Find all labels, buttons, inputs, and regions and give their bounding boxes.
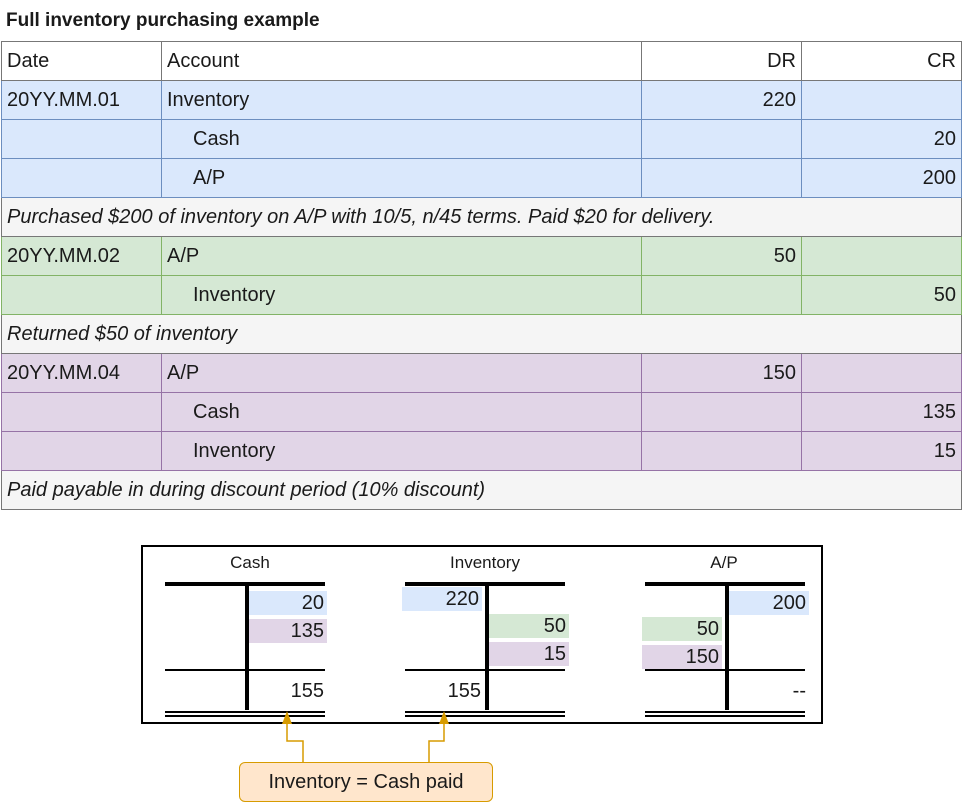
entry-account: A/P: [161, 353, 642, 393]
entry-date-empty: [1, 431, 162, 471]
diagram-title: Full inventory purchasing example: [6, 10, 320, 31]
note-row: Paid payable in during discount period (…: [1, 470, 962, 510]
entry-note: Paid payable in during discount period (…: [1, 470, 962, 510]
entry-cr: [801, 80, 962, 120]
note-row: Returned $50 of inventory: [1, 314, 962, 354]
entry-account: A/P: [161, 236, 642, 276]
t-total-line: [645, 669, 805, 671]
journal-table: Date Account DR CR 20YY.MM.01 Inventory …: [1, 41, 962, 510]
header-account: Account: [161, 41, 642, 81]
t-total-line: [405, 669, 565, 671]
entry-cr: 135: [801, 392, 962, 432]
entry-cr: 200: [801, 158, 962, 198]
t-double-line: [645, 711, 805, 713]
callout-box: Inventory = Cash paid: [239, 762, 493, 802]
cash-balance: 155: [290, 680, 324, 702]
inventory-debit-entry: 220: [402, 587, 482, 611]
entry-account: Cash: [161, 119, 642, 159]
entry-dr: [641, 431, 802, 471]
ap-debit-entry: 50: [642, 617, 722, 641]
entry-dr: [641, 119, 802, 159]
header-dr: DR: [641, 41, 802, 81]
header-cr: CR: [801, 41, 962, 81]
table-header-row: Date Account DR CR: [1, 41, 962, 81]
t-double-line: [645, 715, 805, 717]
entry-date-empty: [1, 275, 162, 315]
entry-dr: [641, 275, 802, 315]
arrowhead-icon: [439, 711, 449, 724]
ap-debit-entry: 150: [642, 645, 722, 669]
entry-cr: 50: [801, 275, 962, 315]
cash-credit-entry: 135: [249, 619, 327, 643]
t-double-line: [165, 711, 325, 713]
table-row: Inventory 50: [1, 275, 962, 315]
entry-cr: 15: [801, 431, 962, 471]
inventory-credit-entry: 50: [489, 614, 569, 638]
ap-credit-entry: 200: [729, 591, 809, 615]
entry-date: 20YY.MM.02: [1, 236, 162, 276]
t-vertical-line: [725, 582, 729, 710]
t-accounts-box: Cash 20 135 155 Inventory 220 50 15 155 …: [141, 545, 823, 724]
t-double-line: [165, 715, 325, 717]
table-row: Cash 135: [1, 392, 962, 432]
arrowhead-icon: [282, 711, 292, 724]
arrow-to-cash-balance: [286, 718, 304, 762]
inventory-credit-entry: 15: [489, 642, 569, 666]
ap-balance: --: [792, 680, 806, 702]
t-vertical-line: [245, 582, 249, 710]
entry-note: Purchased $200 of inventory on A/P with …: [1, 197, 962, 237]
entry-note: Returned $50 of inventory: [1, 314, 962, 354]
note-row: Purchased $200 of inventory on A/P with …: [1, 197, 962, 237]
t-total-line: [165, 669, 325, 671]
t-double-line: [405, 711, 565, 713]
entry-account: A/P: [161, 158, 642, 198]
entry-dr: [641, 158, 802, 198]
t-account-title: A/P: [710, 553, 738, 572]
entry-account: Cash: [161, 392, 642, 432]
entry-date: 20YY.MM.04: [1, 353, 162, 393]
inventory-balance: 155: [447, 680, 481, 702]
entry-cr: [801, 236, 962, 276]
entry-dr: 50: [641, 236, 802, 276]
entry-account: Inventory: [161, 275, 642, 315]
t-account-title: Inventory: [450, 553, 520, 572]
entry-dr: 220: [641, 80, 802, 120]
entry-date: 20YY.MM.01: [1, 80, 162, 120]
table-row: Cash 20: [1, 119, 962, 159]
t-double-line: [405, 715, 565, 717]
t-vertical-line: [485, 582, 489, 710]
table-row: 20YY.MM.02 A/P 50: [1, 236, 962, 276]
entry-cr: 20: [801, 119, 962, 159]
t-account-title: Cash: [230, 553, 270, 572]
table-row: Inventory 15: [1, 431, 962, 471]
entry-date-empty: [1, 119, 162, 159]
table-row: A/P 200: [1, 158, 962, 198]
arrow-to-inventory-balance: [428, 718, 445, 762]
cash-credit-entry: 20: [249, 591, 327, 615]
entry-dr: 150: [641, 353, 802, 393]
entry-account: Inventory: [161, 431, 642, 471]
